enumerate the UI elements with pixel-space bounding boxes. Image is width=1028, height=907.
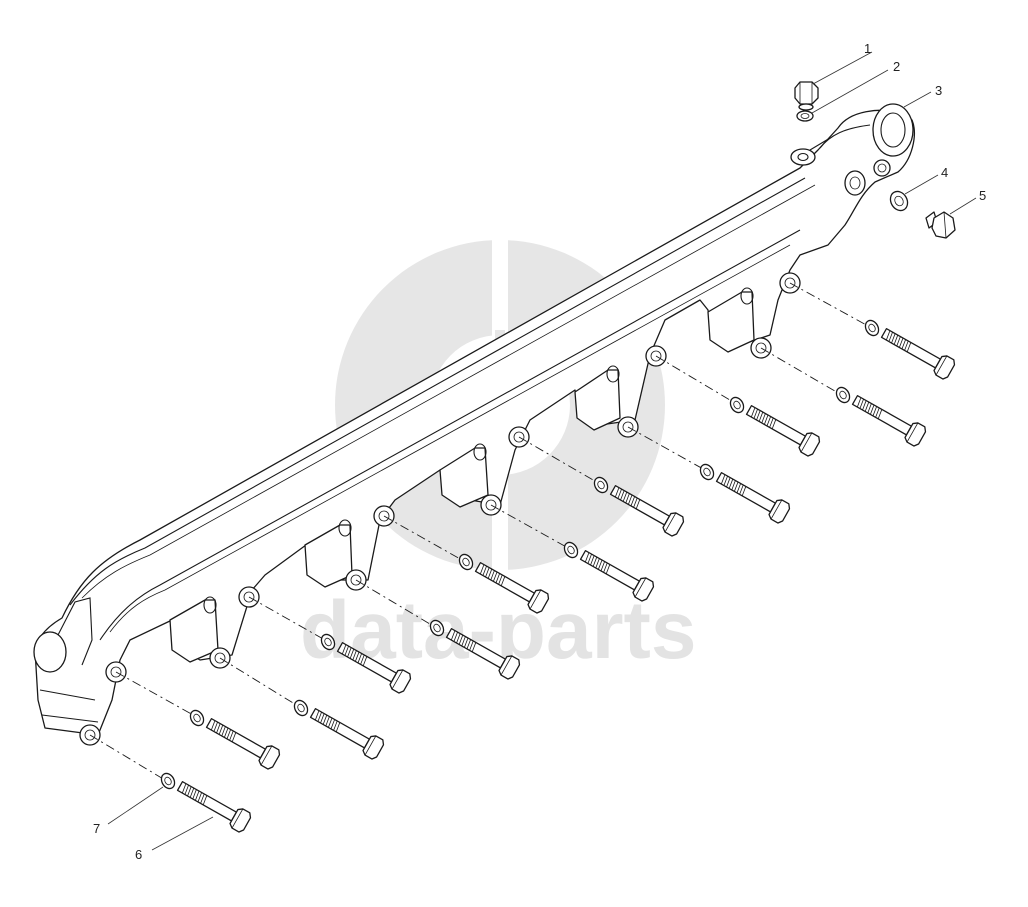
washer	[593, 476, 609, 494]
leader-lines	[107, 51, 977, 851]
bolt	[851, 394, 927, 447]
washer	[189, 709, 205, 727]
callout-4: 4	[941, 165, 948, 180]
callout-5: 5	[979, 188, 986, 203]
callout-6: 6	[135, 847, 142, 862]
bolt	[205, 717, 281, 770]
callout-7: 7	[93, 821, 100, 836]
washer	[729, 396, 745, 414]
callout-1: 1	[864, 41, 871, 56]
bolt	[579, 549, 655, 602]
fastener-set	[429, 619, 521, 680]
bolt	[474, 561, 550, 614]
washer-side	[889, 190, 909, 212]
fastener-set	[160, 772, 252, 833]
plug-top	[794, 81, 819, 111]
bolt	[336, 641, 412, 694]
washer	[429, 619, 445, 637]
washer	[563, 541, 579, 559]
bolt	[176, 780, 252, 833]
plug-side	[925, 211, 956, 239]
fastener-set	[563, 541, 655, 602]
exhaust-manifold	[33, 103, 915, 736]
port-2	[304, 505, 395, 591]
bolt	[745, 404, 821, 457]
washer-top	[796, 110, 814, 122]
center-lines	[89, 282, 871, 781]
port-1	[79, 586, 260, 746]
fastener-set	[593, 476, 685, 537]
washer	[320, 633, 336, 651]
washer	[293, 699, 309, 717]
callout-2: 2	[893, 59, 900, 74]
washer	[458, 553, 474, 571]
fastener-set	[189, 709, 281, 770]
bolt	[445, 627, 521, 680]
fastener-set	[835, 386, 927, 447]
bolt	[309, 707, 385, 760]
fastener-set	[864, 319, 956, 380]
bolt	[880, 327, 956, 380]
washer	[699, 463, 715, 481]
fastener-set	[458, 553, 550, 614]
washer	[864, 319, 880, 337]
fastener-group	[160, 319, 956, 833]
callout-labels: 1 2 3 4 5 6 7	[93, 41, 986, 862]
bolt	[715, 471, 791, 524]
fastener-set	[729, 396, 821, 457]
washer	[160, 772, 176, 790]
fastener-set	[320, 633, 412, 694]
fastener-set	[293, 699, 385, 760]
fastener-set	[699, 463, 791, 524]
washer	[835, 386, 851, 404]
bolt	[609, 484, 685, 537]
callout-3: 3	[935, 83, 942, 98]
